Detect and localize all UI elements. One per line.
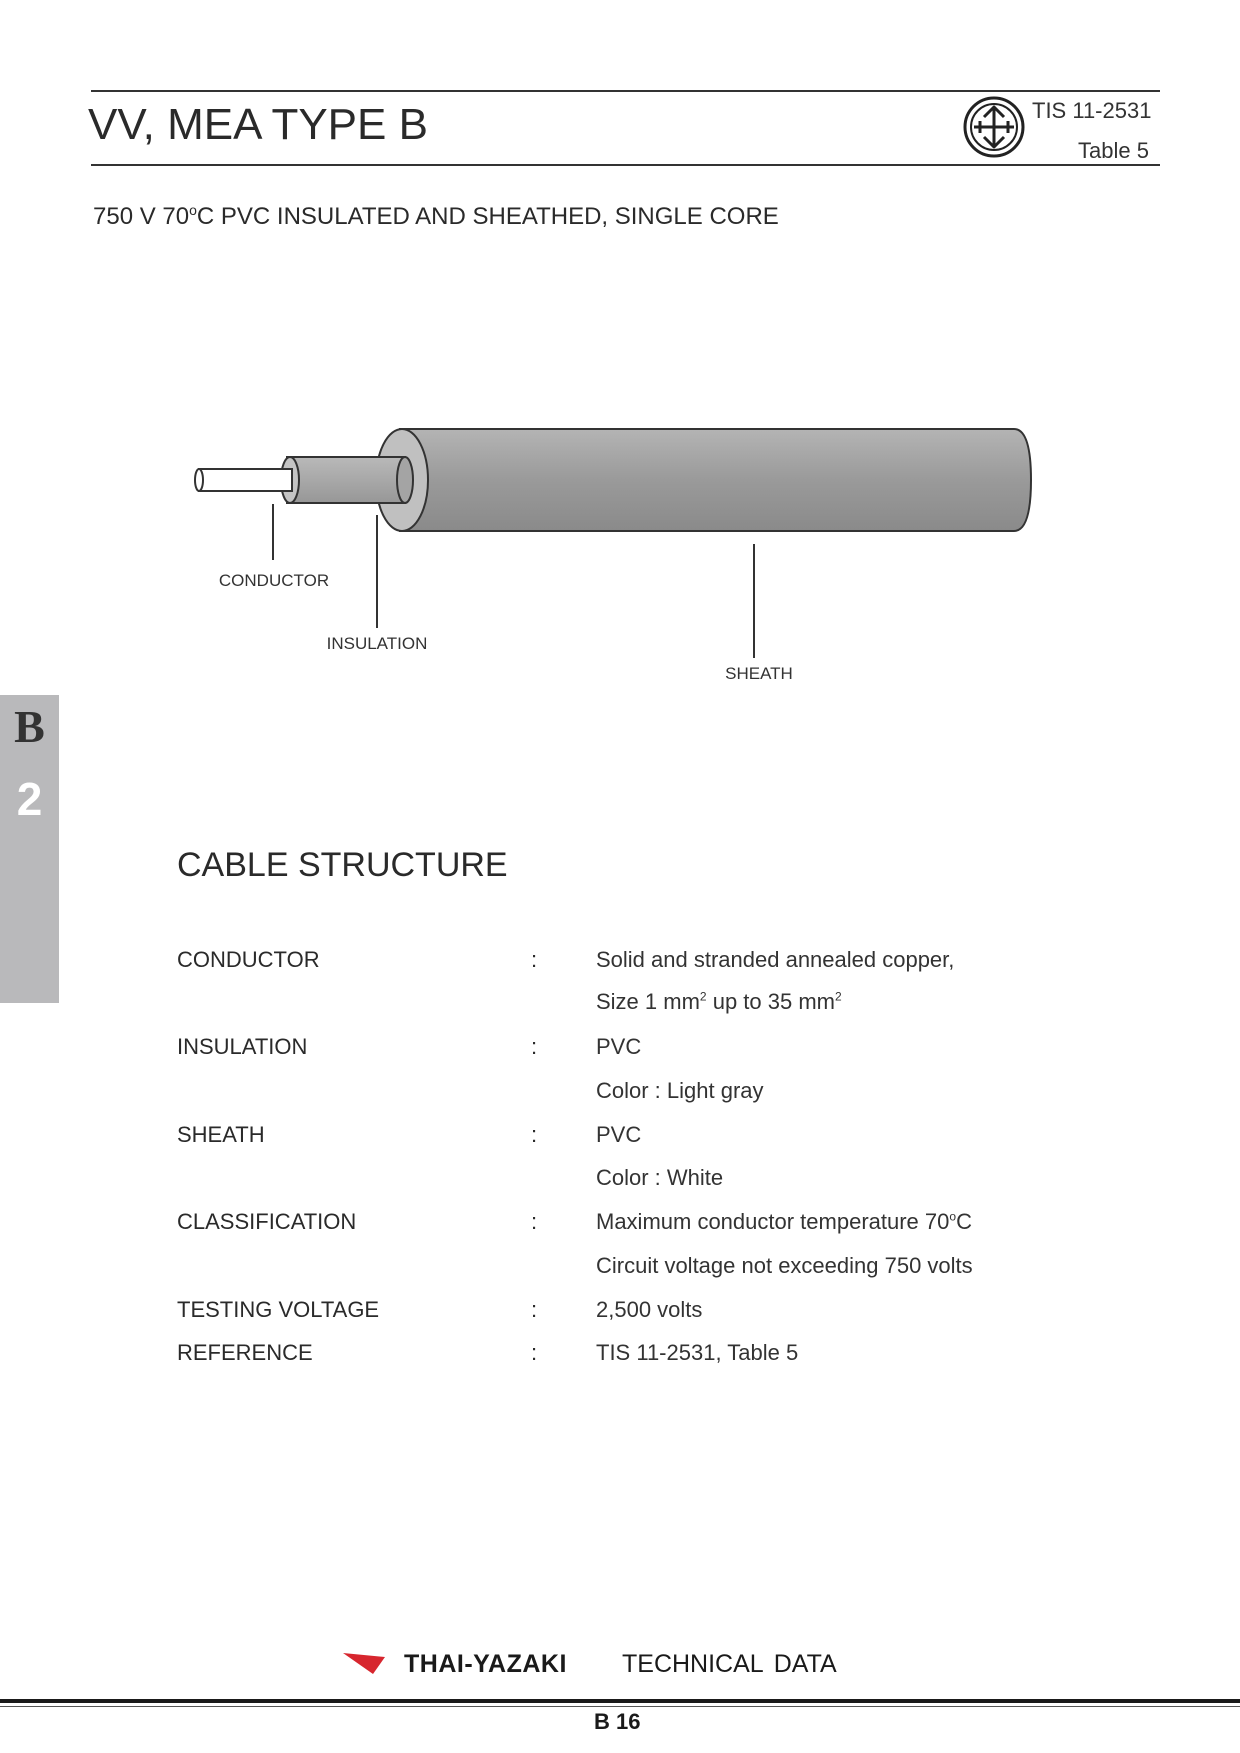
spec-row-conductor: CONDUCTOR : Solid and stranded annealed … xyxy=(0,947,1240,987)
size-sup-2: 2 xyxy=(835,989,842,1004)
spec-row-sheath-color: Color : White xyxy=(0,1165,1240,1205)
standard-table: Table 5 xyxy=(1078,138,1149,163)
size-text-b: up to 35 mm xyxy=(706,989,835,1014)
spec-row-insulation-color: Color : Light gray xyxy=(0,1078,1240,1118)
spec-label: CONDUCTOR xyxy=(177,947,320,972)
spec-label: INSULATION xyxy=(177,1034,308,1059)
section-side-tab xyxy=(0,695,59,1003)
conductor-end-face xyxy=(194,468,204,492)
standard-code: TIS 11-2531 xyxy=(1032,98,1152,123)
header-top-rule xyxy=(91,90,1160,92)
cable-structure-heading: CABLE STRUCTURE xyxy=(177,846,508,884)
sheath-body xyxy=(399,428,1033,532)
spec-value: PVC xyxy=(596,1122,642,1147)
header-bottom-rule xyxy=(91,164,1160,166)
brand-name: THAI-YAZAKI xyxy=(404,1650,567,1678)
spec-row-classification: CLASSIFICATION : Maximum conductor tempe… xyxy=(0,1209,1240,1249)
cable-diagram: CONDUCTOR INSULATION SHEATH xyxy=(194,428,1033,683)
subtitle-suffix: C PVC INSULATED AND SHEATHED, SINGLE COR… xyxy=(196,203,779,230)
classification-text-b: C xyxy=(956,1209,972,1234)
spec-label: SHEATH xyxy=(177,1122,265,1147)
spec-row-conductor-size: Size 1 mm2 up to 35 mm2 xyxy=(0,989,1240,1029)
size-text-a: Size 1 mm xyxy=(596,989,700,1014)
insulation-body xyxy=(286,456,406,504)
spec-label: TESTING VOLTAGE xyxy=(177,1297,380,1322)
spec-label: CLASSIFICATION xyxy=(177,1209,357,1234)
classification-text-a: Maximum conductor temperature 70 xyxy=(596,1209,950,1234)
insulation-inner-end xyxy=(396,456,414,504)
subtitle-degree: o xyxy=(189,202,197,218)
conductor-body xyxy=(198,468,293,492)
brand-suffix: TECHNICAL DATA xyxy=(622,1650,837,1678)
spec-value: Color : Light gray xyxy=(596,1078,764,1103)
spec-colon: : xyxy=(531,1034,538,1059)
footer-thick-rule xyxy=(0,1699,1240,1703)
spec-colon: : xyxy=(531,1340,538,1365)
page-number: B 16 xyxy=(594,1709,641,1734)
spec-colon: : xyxy=(531,1122,538,1147)
spec-value: TIS 11-2531, Table 5 xyxy=(596,1340,799,1365)
spec-colon: : xyxy=(531,947,538,972)
spec-value: Size 1 mm2 up to 35 mm2 xyxy=(596,989,842,1015)
size-sup-1: 2 xyxy=(699,989,707,1004)
sheath-label: SHEATH xyxy=(725,664,793,683)
side-tab-letter: B xyxy=(14,701,45,752)
spec-value: PVC xyxy=(596,1034,642,1059)
spec-value: Color : White xyxy=(596,1165,724,1190)
spec-row-circuit-voltage: Circuit voltage not exceeding 750 volts xyxy=(0,1253,1240,1293)
spec-label: REFERENCE xyxy=(177,1340,313,1365)
footer-thin-rule xyxy=(0,1706,1240,1707)
spec-value: Solid and stranded annealed copper, xyxy=(596,947,955,972)
classification-degree: o xyxy=(949,1209,957,1224)
spec-colon: : xyxy=(531,1209,538,1234)
page-title: VV, MEA TYPE B xyxy=(88,100,428,149)
spec-row-insulation: INSULATION : PVC xyxy=(0,1034,1240,1074)
spec-value: Circuit voltage not exceeding 750 volts xyxy=(596,1253,973,1278)
spec-row-sheath: SHEATH : PVC xyxy=(0,1122,1240,1162)
spec-row-testing-voltage: TESTING VOLTAGE : 2,500 volts xyxy=(0,1297,1240,1337)
thai-yazaki-logo-icon xyxy=(343,1653,385,1674)
tisi-certification-logo-icon xyxy=(963,96,1025,158)
conductor-label: CONDUCTOR xyxy=(219,571,329,590)
insulation-label: INSULATION xyxy=(327,634,428,653)
page-subtitle: 750 V 70oC PVC INSULATED AND SHEATHED, S… xyxy=(93,202,779,231)
spec-row-reference: REFERENCE : TIS 11-2531, Table 5 xyxy=(0,1340,1240,1380)
subtitle-prefix: 750 V 70 xyxy=(93,203,190,230)
spec-value: 2,500 volts xyxy=(596,1297,703,1322)
side-tab-number: 2 xyxy=(16,773,43,825)
spec-value: Maximum conductor temperature 70oC xyxy=(596,1209,972,1235)
spec-colon: : xyxy=(531,1297,538,1322)
